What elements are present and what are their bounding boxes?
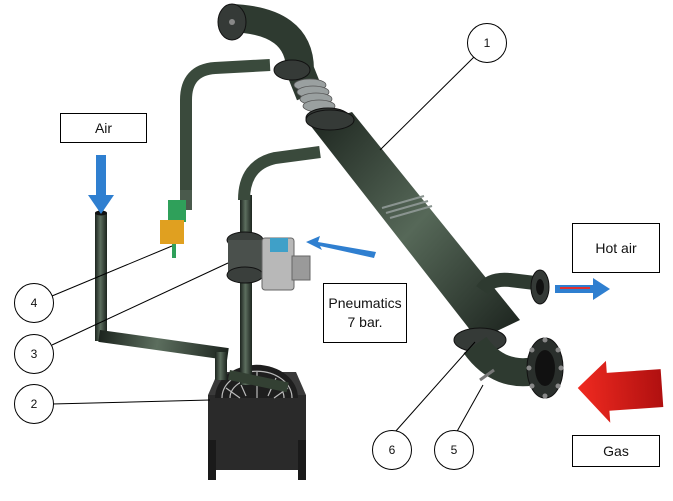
pneumatics-flow-arrow: [306, 236, 376, 258]
callout-5-text: 5: [450, 443, 458, 457]
callout-3: 3: [14, 334, 54, 374]
main-exchanger-tube: [305, 109, 520, 340]
callout-6: 6: [372, 430, 412, 470]
callout-4: 4: [14, 283, 54, 323]
callout-5: 5: [434, 430, 474, 470]
upper-return-pipe: [180, 59, 271, 210]
pneumatics-label: Pneumatics 7 bar.: [323, 283, 407, 343]
gas-flow-arrow: [577, 360, 664, 423]
callout-1: 1: [467, 23, 507, 63]
air-label-text: Air: [94, 119, 113, 136]
bottom-flange-assembly: [453, 327, 564, 399]
valve-actuator: [226, 231, 311, 291]
air-inlet-pipe: [95, 210, 229, 380]
hot-air-flow-arrow: [555, 278, 610, 300]
callout-2-text: 2: [30, 397, 38, 411]
air-flow-arrow: [88, 155, 114, 214]
gas-label-text: Gas: [603, 442, 629, 459]
hot-air-label: Hot air: [572, 223, 660, 273]
gas-label: Gas: [572, 435, 660, 467]
hot-air-outlet: [476, 269, 550, 305]
callout-4-text: 4: [30, 296, 38, 310]
callout-6-text: 6: [388, 443, 396, 457]
callout-2: 2: [14, 384, 54, 424]
air-label: Air: [60, 113, 147, 143]
callout-1-text: 1: [483, 36, 491, 50]
hot-air-label-text: Hot air: [595, 239, 637, 256]
leader-lines: [51, 55, 484, 436]
callout-3-text: 3: [30, 347, 38, 361]
temperature-sensor: [160, 200, 186, 258]
pneumatics-label-text: Pneumatics 7 bar.: [328, 295, 402, 330]
